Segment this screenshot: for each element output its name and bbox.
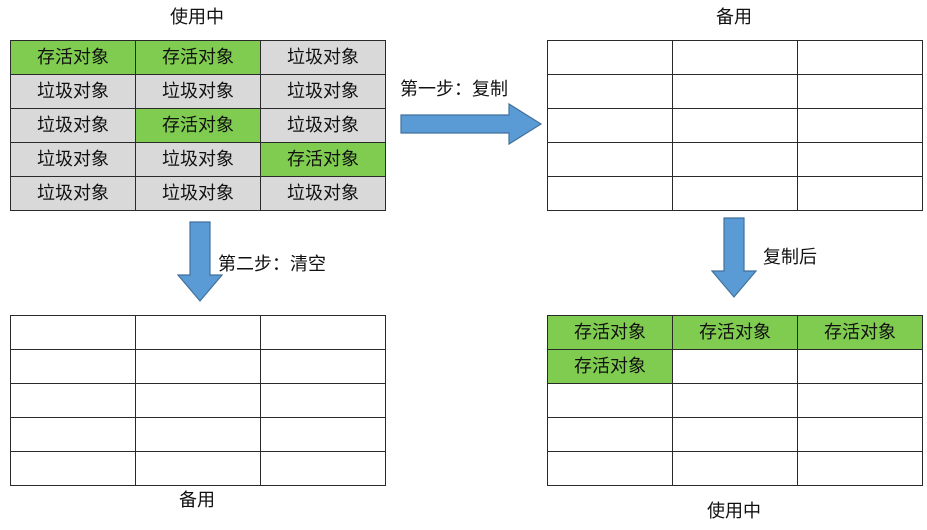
garbage-object-cell: 垃圾对象: [10, 176, 136, 211]
grid-row: [547, 142, 923, 177]
empty-cell: [260, 349, 386, 384]
empty-cell: [797, 176, 923, 211]
grid-top-left-in-use: 存活对象存活对象垃圾对象垃圾对象垃圾对象垃圾对象垃圾对象存活对象垃圾对象垃圾对象…: [10, 40, 386, 211]
empty-cell: [135, 315, 261, 350]
down-arrow-step2-icon: [177, 221, 223, 302]
empty-cell: [797, 417, 923, 452]
garbage-object-cell: 垃圾对象: [10, 142, 136, 177]
empty-cell: [672, 108, 798, 143]
empty-cell: [135, 349, 261, 384]
empty-cell: [547, 383, 673, 418]
garbage-object-cell: 垃圾对象: [260, 176, 386, 211]
empty-cell: [672, 176, 798, 211]
grid-row: [547, 74, 923, 109]
empty-cell: [797, 383, 923, 418]
live-object-cell: 存活对象: [135, 108, 261, 143]
in-use-heading-top-left: 使用中: [170, 7, 224, 28]
standby-heading-top-right: 备用: [716, 7, 752, 28]
empty-cell: [10, 417, 136, 452]
grid-row: [10, 417, 386, 452]
empty-cell: [547, 108, 673, 143]
garbage-object-cell: 垃圾对象: [10, 108, 136, 143]
grid-row: 存活对象: [547, 349, 923, 384]
step2-clear-label: 第二步：清空: [218, 254, 326, 275]
garbage-object-cell: 垃圾对象: [135, 74, 261, 109]
empty-cell: [10, 383, 136, 418]
standby-heading-bottom-left: 备用: [179, 490, 215, 511]
down-arrow-after-copy-shape: [711, 217, 757, 298]
empty-cell: [547, 176, 673, 211]
empty-cell: [260, 383, 386, 418]
empty-cell: [260, 315, 386, 350]
empty-cell: [547, 74, 673, 109]
in-use-heading-bottom-right: 使用中: [707, 501, 761, 522]
empty-cell: [797, 142, 923, 177]
after-copy-label: 复制后: [763, 247, 817, 268]
garbage-object-cell: 垃圾对象: [135, 176, 261, 211]
grid-row: 存活对象存活对象垃圾对象: [10, 40, 386, 75]
garbage-object-cell: 垃圾对象: [10, 74, 136, 109]
live-object-cell: 存活对象: [260, 142, 386, 177]
grid-row: [547, 417, 923, 452]
down-arrow-after-copy-icon: [711, 217, 757, 298]
garbage-object-cell: 垃圾对象: [135, 142, 261, 177]
empty-cell: [135, 451, 261, 486]
grid-row: [547, 108, 923, 143]
grid-row: [10, 315, 386, 350]
empty-cell: [797, 74, 923, 109]
live-object-cell: 存活对象: [672, 315, 798, 350]
live-object-cell: 存活对象: [797, 315, 923, 350]
grid-row: [547, 176, 923, 211]
step1-copy-label: 第一步：复制: [400, 79, 508, 100]
empty-cell: [547, 451, 673, 486]
garbage-object-cell: 垃圾对象: [260, 74, 386, 109]
garbage-object-cell: 垃圾对象: [260, 40, 386, 75]
empty-cell: [672, 417, 798, 452]
right-arrow-step1-shape: [400, 102, 543, 146]
grid-row: 垃圾对象垃圾对象存活对象: [10, 142, 386, 177]
grid-row: [10, 349, 386, 384]
empty-cell: [135, 417, 261, 452]
live-object-cell: 存活对象: [10, 40, 136, 75]
live-object-cell: 存活对象: [547, 349, 673, 384]
empty-cell: [797, 451, 923, 486]
empty-cell: [672, 383, 798, 418]
empty-cell: [797, 108, 923, 143]
grid-row: [547, 451, 923, 486]
empty-cell: [547, 142, 673, 177]
garbage-object-cell: 垃圾对象: [260, 108, 386, 143]
empty-cell: [10, 315, 136, 350]
empty-cell: [10, 349, 136, 384]
live-object-cell: 存活对象: [135, 40, 261, 75]
down-arrow-step2-shape: [177, 221, 223, 302]
empty-cell: [672, 142, 798, 177]
empty-cell: [672, 349, 798, 384]
right-arrow-step1-icon: [400, 102, 543, 146]
grid-top-right-standby: [547, 40, 923, 211]
grid-row: 存活对象存活对象存活对象: [547, 315, 923, 350]
empty-cell: [547, 40, 673, 75]
live-object-cell: 存活对象: [547, 315, 673, 350]
grid-row: [547, 40, 923, 75]
grid-row: [10, 383, 386, 418]
empty-cell: [797, 40, 923, 75]
empty-cell: [260, 451, 386, 486]
empty-cell: [797, 349, 923, 384]
empty-cell: [135, 383, 261, 418]
grid-row: [547, 383, 923, 418]
empty-cell: [672, 74, 798, 109]
grid-row: 垃圾对象存活对象垃圾对象: [10, 108, 386, 143]
grid-row: [10, 451, 386, 486]
grid-row: 垃圾对象垃圾对象垃圾对象: [10, 176, 386, 211]
grid-bottom-right-in-use: 存活对象存活对象存活对象存活对象: [547, 315, 923, 486]
grid-bottom-left-standby: [10, 315, 386, 486]
empty-cell: [260, 417, 386, 452]
empty-cell: [672, 40, 798, 75]
grid-row: 垃圾对象垃圾对象垃圾对象: [10, 74, 386, 109]
empty-cell: [10, 451, 136, 486]
empty-cell: [547, 417, 673, 452]
empty-cell: [672, 451, 798, 486]
